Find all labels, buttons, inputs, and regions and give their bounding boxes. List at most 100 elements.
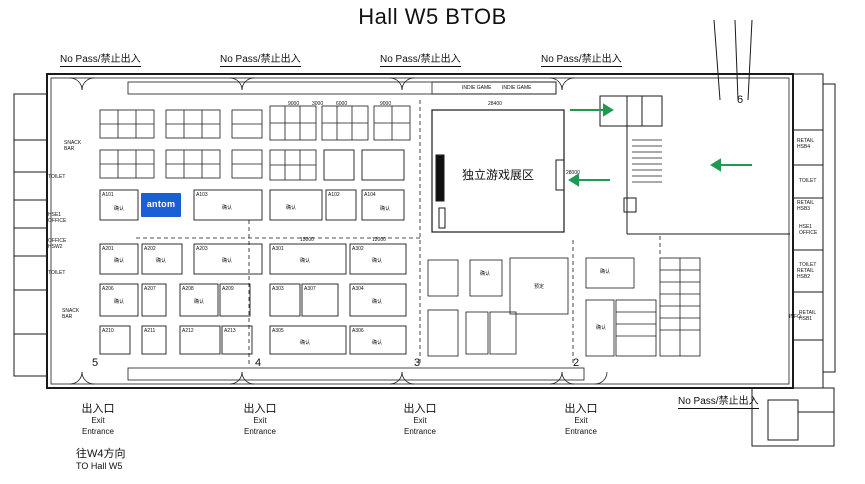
booth-id: A304 bbox=[352, 286, 364, 292]
booth-id: A101 bbox=[102, 192, 114, 198]
exit-cn-label: 出入口 bbox=[564, 403, 598, 415]
booth-status: 确认 bbox=[596, 325, 607, 331]
dimension-label: 28400 bbox=[488, 101, 502, 107]
booth-id: A209 bbox=[222, 286, 234, 292]
dimension-label: 6000 bbox=[336, 101, 348, 107]
retail-label: RETAIL HSB3 bbox=[797, 200, 814, 212]
office-label: HSE1 OFFICE bbox=[48, 212, 67, 224]
info-label: INFO bbox=[789, 314, 801, 320]
booth-id: A211 bbox=[144, 328, 156, 334]
booth-id: A303 bbox=[272, 286, 284, 292]
dimension-label: 3000 bbox=[312, 101, 324, 107]
booth-status: 确认 bbox=[300, 340, 311, 346]
booth-status: 确认 bbox=[372, 299, 383, 305]
gate-number: 5 bbox=[92, 357, 99, 369]
dimension-label: 9000 bbox=[380, 101, 392, 107]
booth-id: A202 bbox=[144, 246, 156, 252]
exit-en-label: Exit bbox=[91, 416, 105, 425]
no-pass-label: No Pass/禁止出入 bbox=[220, 50, 301, 67]
booth-id: A305 bbox=[272, 328, 284, 334]
booth-id: A213 bbox=[224, 328, 236, 334]
booth-id: A306 bbox=[352, 328, 364, 334]
booth-id: A201 bbox=[102, 246, 114, 252]
entrance-en-label: Entrance bbox=[81, 427, 115, 436]
booth-status: 确认 bbox=[372, 340, 383, 346]
exit-cn-label: 出入口 bbox=[81, 403, 115, 415]
booth-status: 确认 bbox=[114, 258, 125, 264]
booth-status: 确认 bbox=[194, 299, 205, 305]
booth-id: A104 bbox=[364, 192, 376, 198]
booth-status: 确认 bbox=[222, 205, 233, 211]
gate-number: 4 bbox=[255, 357, 262, 369]
snack-bar-label: SNACK BAR bbox=[62, 308, 80, 320]
toilet-label: TOILET bbox=[799, 262, 817, 268]
indie-bar-label: INDIE GAME bbox=[502, 85, 532, 91]
no-pass-label: No Pass/禁止出入 bbox=[541, 50, 622, 67]
toilet-label: TOILET bbox=[48, 174, 66, 180]
exit-en-label: Exit bbox=[574, 416, 588, 425]
booth-id: A102 bbox=[328, 192, 340, 198]
dimension-label: 12000 bbox=[372, 237, 386, 243]
exit-entrance-2[interactable]: 出入口 Exit Entrance bbox=[536, 404, 626, 437]
booth-id: A208 bbox=[182, 286, 194, 292]
booth-status: 确认 bbox=[600, 269, 611, 275]
toilet-label: TOILET bbox=[48, 270, 66, 276]
gate-number: 2 bbox=[573, 357, 580, 369]
gate-number: 6 bbox=[737, 94, 744, 106]
booth-status: 确认 bbox=[156, 258, 167, 264]
exit-en-label: Exit bbox=[253, 416, 267, 425]
entrance-en-label: Entrance bbox=[403, 427, 437, 436]
no-pass-label: No Pass/禁止出入 bbox=[380, 50, 461, 67]
office-label: OFFICE HSW2 bbox=[48, 238, 67, 250]
no-pass-label: No Pass/禁止出入 bbox=[678, 392, 759, 409]
booth-id: A210 bbox=[102, 328, 114, 334]
no-pass-label: No Pass/禁止出入 bbox=[60, 50, 141, 67]
booth-status: 确认 bbox=[300, 258, 311, 264]
booth-status: 确认 bbox=[222, 258, 233, 264]
direction-note: 往W4方向 TO Hall W5 bbox=[76, 448, 126, 472]
retail-label: RETAIL HSB1 bbox=[799, 310, 816, 322]
direction-arrows bbox=[568, 103, 752, 187]
booth-id: A207 bbox=[144, 286, 156, 292]
left-service-area bbox=[13, 93, 48, 377]
indie-zone-label: 独立游戏展区 bbox=[461, 168, 534, 182]
booth-id: A301 bbox=[272, 246, 284, 252]
exit-en-label: Exit bbox=[413, 416, 427, 425]
antom-logo: antom bbox=[141, 193, 181, 217]
direction-note-cn: 往W4方向 bbox=[76, 448, 126, 460]
booth-status: 确认 bbox=[372, 258, 383, 264]
entrance-en-label: Entrance bbox=[564, 427, 598, 436]
exit-entrance-5[interactable]: 出入口 Exit Entrance bbox=[53, 404, 143, 437]
exit-cn-label: 出入口 bbox=[403, 403, 437, 415]
office-label: HSE1 OFFICE bbox=[799, 224, 818, 236]
booth-id: A103 bbox=[196, 192, 208, 198]
direction-note-en: TO Hall W5 bbox=[76, 461, 123, 471]
retail-label: RETAIL HSB4 bbox=[797, 138, 814, 150]
booth-id: A203 bbox=[196, 246, 208, 252]
booth-status: 预定 bbox=[534, 284, 545, 290]
booth-status: 确认 bbox=[114, 299, 125, 305]
booth-status: 确认 bbox=[480, 271, 491, 277]
map-title: Hall W5 BTOB bbox=[358, 4, 507, 29]
dimension-label: 15000 bbox=[300, 237, 314, 243]
retail-label: RETAIL HSB2 bbox=[797, 268, 814, 280]
antom-logo-text: antom bbox=[146, 199, 176, 209]
booth-id: A302 bbox=[352, 246, 364, 252]
exit-entrance-3[interactable]: 出入口 Exit Entrance bbox=[375, 404, 465, 437]
dimension-label: 28000 bbox=[566, 170, 580, 176]
toilet-label: TOILET bbox=[799, 178, 817, 184]
exit-cn-label: 出入口 bbox=[243, 403, 277, 415]
booth-id: A206 bbox=[102, 286, 114, 292]
dimension-label: 9000 bbox=[288, 101, 300, 107]
booth-status: 确认 bbox=[380, 206, 391, 212]
booth-status: 确认 bbox=[286, 205, 297, 211]
snack-bar-label: SNACK BAR bbox=[64, 140, 82, 152]
booth-id: A212 bbox=[182, 328, 194, 334]
booth-id: A307 bbox=[304, 286, 316, 292]
exit-entrance-4[interactable]: 出入口 Exit Entrance bbox=[215, 404, 305, 437]
gate-number: 3 bbox=[414, 357, 421, 369]
indie-bar-label: INDIE GAME bbox=[462, 85, 492, 91]
booth-status: 确认 bbox=[114, 206, 125, 212]
